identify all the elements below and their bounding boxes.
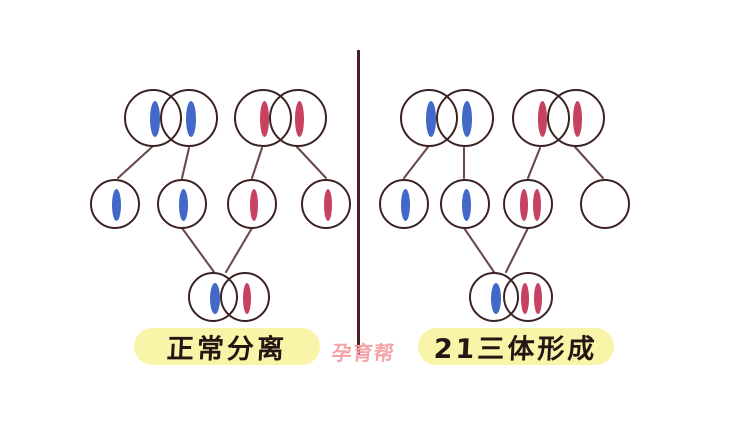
left-gamete-red-1 bbox=[227, 179, 277, 229]
right-panel-label: 21三体形成 bbox=[418, 328, 614, 365]
right-parent-cell-blue-b bbox=[436, 89, 494, 147]
right-gamete-empty bbox=[580, 179, 630, 229]
chromosome-blue bbox=[210, 283, 220, 314]
left-parent-cell-red-b bbox=[269, 89, 327, 147]
chromosome-blue bbox=[150, 101, 160, 137]
left-gamete-red-2 bbox=[301, 179, 351, 229]
chromosome-blue bbox=[401, 189, 410, 221]
chromosome-blue bbox=[462, 189, 471, 221]
left-parent-cell-blue-b bbox=[160, 89, 218, 147]
chromosome-red bbox=[250, 189, 258, 221]
chromosome-red bbox=[521, 283, 529, 314]
left-gamete-blue-2 bbox=[157, 179, 207, 229]
left-panel-label-text: 正常分离 bbox=[166, 334, 288, 365]
chromosome-red bbox=[533, 189, 541, 221]
right-zygote-cell-b bbox=[503, 272, 553, 322]
chromosome-red bbox=[534, 283, 542, 314]
chromosome-blue bbox=[426, 101, 436, 137]
chromosome-red bbox=[324, 189, 332, 221]
panel-divider bbox=[357, 50, 360, 355]
chromosome-red bbox=[573, 101, 582, 137]
chromosome-blue bbox=[186, 101, 196, 137]
right-gamete-blue-2 bbox=[440, 179, 490, 229]
right-panel-label-text: 21三体形成 bbox=[433, 334, 599, 365]
watermark-text: 孕育帮 bbox=[330, 341, 397, 365]
chromosome-blue bbox=[462, 101, 472, 137]
chromosome-red bbox=[260, 101, 269, 137]
chromosome-red bbox=[520, 189, 528, 221]
chromosome-red bbox=[243, 283, 251, 314]
chromosome-blue bbox=[112, 189, 121, 221]
left-zygote-cell-b bbox=[220, 272, 270, 322]
left-gamete-blue-1 bbox=[90, 179, 140, 229]
right-parent-cell-red-b bbox=[547, 89, 605, 147]
chromosome-blue bbox=[179, 189, 188, 221]
chromosome-blue bbox=[491, 283, 501, 314]
right-gamete-blue-1 bbox=[379, 179, 429, 229]
right-gamete-red-double bbox=[503, 179, 553, 229]
left-panel-label: 正常分离 bbox=[134, 328, 320, 365]
chromosome-red bbox=[538, 101, 547, 137]
chromosome-red bbox=[295, 101, 304, 137]
